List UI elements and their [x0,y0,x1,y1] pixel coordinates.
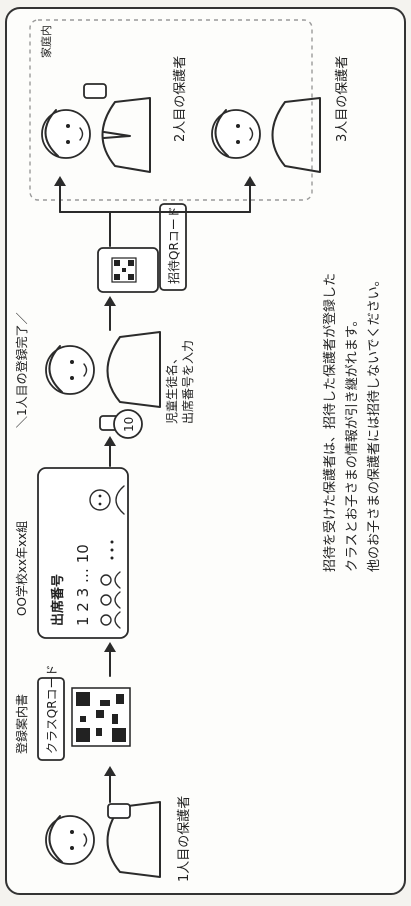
phone-icon [83,83,107,99]
arrow-1-head [104,766,116,776]
label-student-no: 10 [122,417,136,432]
invite-qr-code-icon [111,257,137,283]
label-home: 家庭内 [39,25,53,58]
arrow-3-head [104,436,116,446]
outer-frame [5,7,406,895]
invite-qr-tag [159,203,187,291]
label-complete: ＼1人目の登録完了／ [14,312,29,428]
label-invite-qr: 招待QRコード [167,206,181,284]
label-input-line2: 出席番号を入力 [180,340,195,424]
parent3-figure [211,97,321,173]
phone-icon [107,803,131,819]
parent1-figure [45,801,161,878]
note-line1: 招待を受けた保護者は、招待した保護者が登録した [322,273,338,572]
class-qr-tag [37,677,65,761]
arrow-2-head [104,642,116,652]
label-parent1: 1人目の保護者 [176,796,192,882]
label-attendance-nums: 1 2 3 … 10 [74,544,92,626]
label-input-line1: 児童生徒名、 [164,352,179,424]
student-number-badge [113,409,143,439]
label-parent3: 3人目の保護者 [334,56,350,142]
label-class-info: OO学校xx年xx組 [14,521,29,616]
household-box [29,19,313,201]
parent2-figure [41,83,151,173]
rotated-diagram: 1人目の保護者 登録案内書 クラスQRコード OO学校xx年xx組 出席番号 1… [14,25,382,882]
label-guide: 登録案内書 [14,694,29,754]
label-parent2: 2人目の保護者 [172,56,188,142]
class-qr-code-icon [71,687,131,747]
label-class-qr: クラスQRコード [45,664,59,754]
student-icons [89,485,125,629]
note-line3: 他のお子さまの保護者には招待しないでください。 [366,273,382,572]
label-attendance-title: 出席番号 [50,574,66,626]
arrow-4-head [104,296,116,306]
note-line2: クラスとお子さまの情報が引き継がれます。 [345,314,360,572]
